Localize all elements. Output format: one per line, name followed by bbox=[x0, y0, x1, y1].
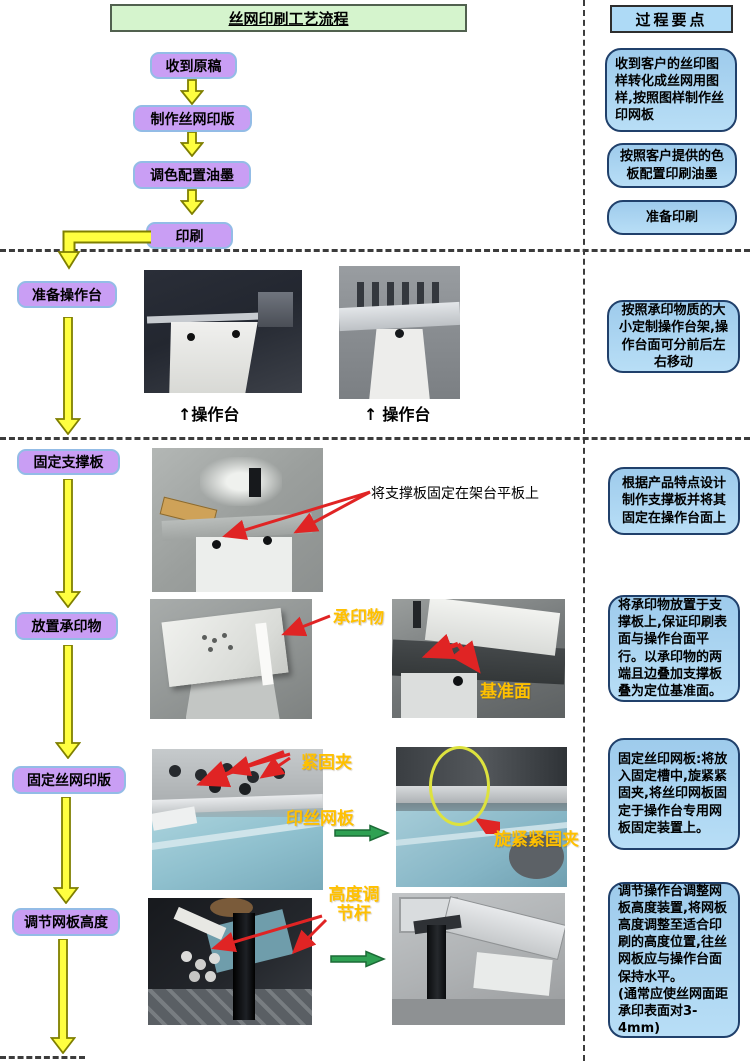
red-arrows-clamp bbox=[196, 750, 291, 788]
section-divider-bottom bbox=[0, 1056, 85, 1059]
note-custom-table: 按照承印物质的大小定制操作台架,操作台面可分前后左右移动 bbox=[607, 300, 740, 373]
highlight-ellipse bbox=[429, 746, 490, 826]
annotation-height-rod: 高度调 节杆 bbox=[328, 885, 380, 924]
photo-operation-table-front bbox=[144, 270, 302, 393]
note-support-design: 根据产品特点设计制作支撑板并将其固定在操作台面上 bbox=[608, 467, 740, 535]
flow-arrow-down-2 bbox=[180, 131, 204, 157]
note-prepare-print: 准备印刷 bbox=[607, 200, 737, 235]
flow-step-prepare-table: 准备操作台 bbox=[17, 281, 117, 308]
photo-height-adjust bbox=[148, 898, 312, 1025]
note-receive-artwork: 收到客户的丝印图样转化成丝网用图样,按照图样制作丝印网板 bbox=[605, 48, 737, 132]
flow-step-fix-support: 固定支撑板 bbox=[17, 449, 120, 475]
note-adjust-height: 调节操作台调整网板高度装置,将网板高度调整至适合印刷的高度位置,往丝网板应与操作… bbox=[608, 882, 740, 1038]
section-divider-1 bbox=[0, 249, 750, 252]
photo-substrate-placed bbox=[150, 599, 312, 719]
flow-step-print: 印刷 bbox=[146, 222, 233, 249]
flow-step-mix-ink: 调色配置油墨 bbox=[133, 161, 251, 189]
flow-arrow-long-2 bbox=[55, 479, 81, 608]
red-arrows-datum bbox=[421, 634, 481, 674]
flow-arrow-long-1 bbox=[55, 317, 81, 435]
caption-text: 操作台 bbox=[191, 405, 240, 424]
flow-step-adjust-height: 调节网板高度 bbox=[12, 908, 120, 936]
section-divider-2 bbox=[0, 437, 750, 440]
caption-text: 操作台 bbox=[382, 405, 431, 424]
annotation-substrate: 承印物 bbox=[333, 608, 384, 628]
annotation-tighten-clamp: 旋紧紧固夹 bbox=[494, 830, 579, 850]
flow-step-place-substrate: 放置承印物 bbox=[15, 612, 118, 640]
flow-arrow-long-4 bbox=[53, 797, 79, 904]
flow-elbow-arrow bbox=[57, 230, 151, 270]
annotation-screen-plate: 印丝网板 bbox=[286, 809, 354, 829]
note-substrate-placement: 将承印物放置于支撑板上,保证印刷表面与操作台面平行。以承印物的两端且边叠加支撑板… bbox=[608, 595, 740, 702]
photo-height-adjusted bbox=[392, 893, 565, 1025]
photo-operation-table-side bbox=[339, 266, 460, 399]
flow-arrow-down-1 bbox=[180, 79, 204, 105]
annotation-datum-face: 基准面 bbox=[480, 682, 531, 702]
annotation-clamp: 紧固夹 bbox=[301, 753, 352, 773]
page-title: 丝网印刷工艺流程 bbox=[110, 4, 467, 32]
caption-operation-table-2: ↑操作台 bbox=[364, 401, 430, 425]
note-fix-screen: 固定丝印网板:将放入固定槽中,旋紧紧固夹,将丝印网板固定于操作台专用网板固定装置… bbox=[608, 738, 740, 850]
flow-step-receive: 收到原稿 bbox=[150, 52, 237, 79]
flow-step-make-plate: 制作丝网印版 bbox=[133, 105, 252, 132]
up-arrow-icon: ↑ bbox=[178, 405, 192, 424]
red-arrows-support bbox=[222, 490, 371, 540]
flow-arrow-long-5 bbox=[50, 939, 76, 1054]
green-arrow-1 bbox=[334, 824, 390, 842]
up-arrow-icon: ↑ bbox=[364, 405, 378, 424]
red-arrow-tighten bbox=[474, 817, 500, 834]
red-arrow-substrate bbox=[281, 614, 331, 637]
flow-arrow-down-3 bbox=[180, 189, 204, 215]
flow-step-fix-screen: 固定丝网印版 bbox=[12, 766, 126, 794]
green-arrow-2 bbox=[330, 950, 386, 968]
annotation-fix-support: 将支撑板固定在架台平板上 bbox=[371, 486, 539, 502]
caption-operation-table-1: ↑操作台 bbox=[178, 401, 239, 425]
note-ink-config: 按照客户提供的色板配置印刷油墨 bbox=[607, 143, 737, 188]
flow-arrow-long-3 bbox=[55, 645, 81, 759]
panel-divider bbox=[583, 0, 585, 1061]
red-arrows-height-rod bbox=[211, 914, 328, 955]
key-points-header: 过程要点 bbox=[610, 5, 733, 33]
